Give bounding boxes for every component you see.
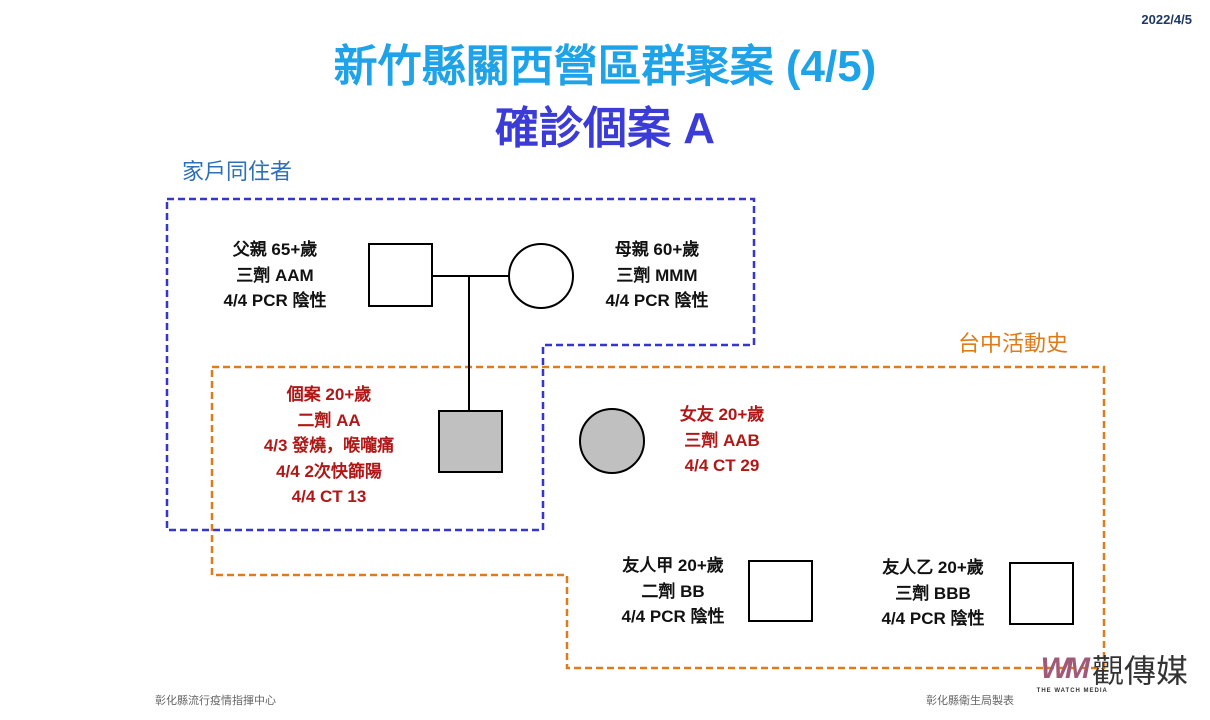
girlfriend-symbol [579,408,645,474]
friend-b-symbol [1009,562,1074,625]
girlfriend-info: 女友 20+歲 三劑 AAB 4/4 CT 29 [680,402,765,479]
taichung-label: 台中活動史 [958,331,1069,356]
girlfriend-ct: 4/4 CT 29 [684,456,760,475]
father-test: 4/4 PCR 陰性 [223,291,327,310]
taichung-boundary [210,365,1106,670]
mother-vaccine: 三劑 MMM [616,265,698,285]
case-symbol [438,410,503,473]
case-ct: 4/4 CT 13 [291,487,367,506]
friend-a-test: 4/4 PCR 陰性 [621,607,725,626]
father-info: 父親 65+歲 三劑 AAM 4/4 PCR 陰性 [224,237,327,314]
friend-a-vaccine: 二劑 BB [641,581,705,601]
household-boundary [165,197,756,532]
mother-symbol [508,243,574,309]
friend-a-age: 友人甲 20+歲 [622,556,724,575]
father-symbol [368,243,433,307]
page-subtitle: 確診個案 A [495,104,715,153]
case-rapid-test: 4/4 2次快篩陽 [276,461,382,481]
date: 2022/4/5 [1141,12,1192,27]
household-label: 家戶同住者 [182,159,293,184]
friend-b-age: 友人乙 20+歲 [882,558,984,577]
case-age: 個案 20+歲 [286,385,372,404]
friend-b-test: 4/4 PCR 陰性 [881,609,985,628]
page-title: 新竹縣關西營區群聚案 (4/5) [333,42,877,91]
footer-maker: 彰化縣衛生局製表 [926,695,1014,707]
girlfriend-vaccine: 三劑 AAB [684,430,760,450]
friend-b-vaccine: 三劑 BBB [895,583,971,603]
case-vaccine: 二劑 AA [297,410,361,430]
case-info: 個案 20+歲 二劑 AA 4/3 發燒，喉嚨痛 4/4 2次快篩陽 4/4 C… [264,382,394,510]
logo-name: 觀傳媒 [1091,653,1188,689]
mother-info: 母親 60+歲 三劑 MMM 4/4 PCR 陰性 [606,237,709,314]
father-age: 父親 65+歲 [232,240,318,259]
father-vaccine: 三劑 AAM [236,265,314,285]
girlfriend-age: 女友 20+歲 [679,405,765,424]
friend-a-symbol [748,560,813,622]
mother-test: 4/4 PCR 陰性 [605,291,709,310]
footer-source: 彰化縣流行疫情指揮中心 [155,695,276,707]
mother-age: 母親 60+歲 [614,240,700,259]
friend-a-info: 友人甲 20+歲 二劑 BB 4/4 PCR 陰性 [622,553,725,630]
friend-b-info: 友人乙 20+歲 三劑 BBB 4/4 PCR 陰性 [882,555,985,632]
case-symptoms: 4/3 發燒，喉嚨痛 [263,436,395,455]
